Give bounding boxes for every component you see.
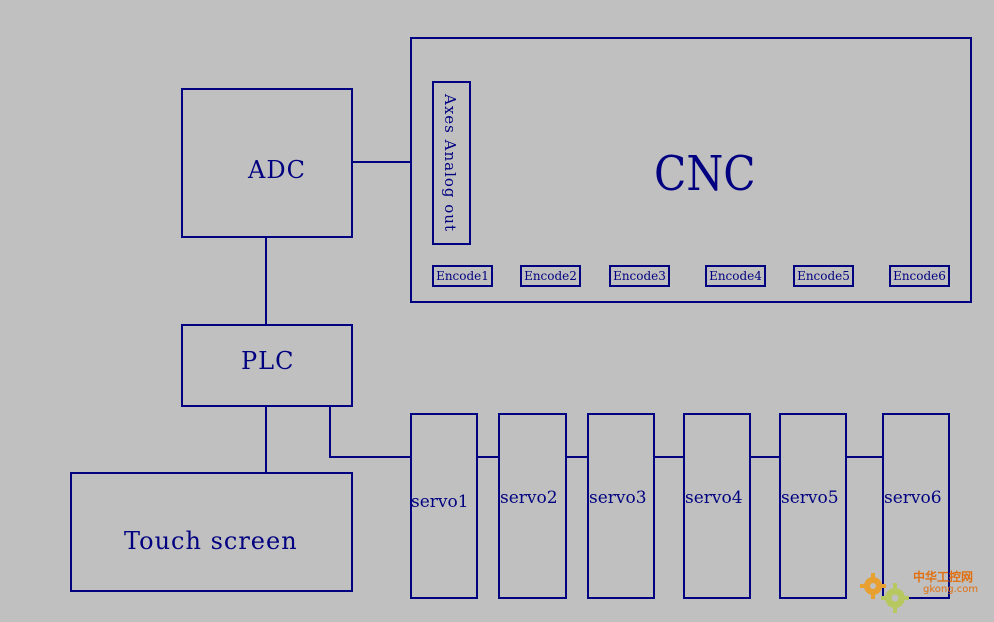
servo-5-label: servo5 bbox=[781, 488, 839, 508]
watermark-en-text: gkong.com bbox=[923, 584, 979, 595]
servo-4-label: servo4 bbox=[685, 488, 743, 508]
servo-1-label: servo1 bbox=[411, 492, 469, 512]
axes-analog-out-block bbox=[432, 81, 471, 245]
servo-1-block bbox=[410, 413, 478, 599]
encoder-6: Encode6 bbox=[889, 265, 950, 287]
axes-analog-out-text-wrap: Axes Analog out bbox=[432, 84, 468, 242]
plc-servo-bus bbox=[329, 405, 411, 458]
gkong-watermark: 中华工控网 gkong.com bbox=[857, 566, 987, 616]
touch-screen-label: Touch screen bbox=[124, 527, 298, 555]
encoder-3: Encode3 bbox=[609, 265, 670, 287]
plc-label: PLC bbox=[241, 347, 295, 375]
servo-2-label: servo2 bbox=[500, 488, 558, 508]
servo-4-block bbox=[683, 413, 751, 599]
servo-6-block bbox=[882, 413, 950, 599]
adc-label: ADC bbox=[248, 156, 306, 184]
watermark-cn-text: 中华工控网 bbox=[913, 570, 974, 584]
encoder-4: Encode4 bbox=[705, 265, 766, 287]
gear-logo-icon bbox=[860, 573, 909, 613]
servo-6-label: servo6 bbox=[884, 488, 942, 508]
plc-block bbox=[181, 324, 353, 407]
servo-3-block bbox=[587, 413, 655, 599]
encoder-1: Encode1 bbox=[432, 265, 493, 287]
servo-3-label: servo3 bbox=[589, 488, 647, 508]
encoder-5: Encode5 bbox=[793, 265, 854, 287]
cnc-label: CNC bbox=[654, 146, 756, 202]
encoder-2: Encode2 bbox=[520, 265, 581, 287]
cnc-block bbox=[410, 37, 972, 303]
servo-2-block bbox=[498, 413, 567, 599]
axes-analog-out-label: Axes Analog out bbox=[441, 94, 459, 232]
adc-block bbox=[181, 88, 353, 238]
servo-5-block bbox=[779, 413, 847, 599]
touch-screen-block bbox=[70, 472, 353, 592]
